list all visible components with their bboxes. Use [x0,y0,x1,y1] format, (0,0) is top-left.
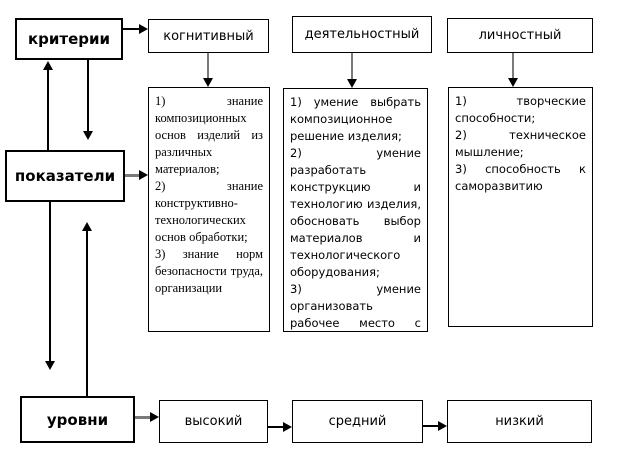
indicator-item: 1) умение выбрать композиционное решение… [290,95,421,143]
level-label: низкий [495,414,544,429]
criterion-label: личностный [478,28,562,43]
indicator-item: 1) знание композиционных основ изделий и… [155,94,263,176]
criterion-box-activity: деятельностный [292,16,432,53]
criterion-label: когнитивный [163,28,254,44]
indicator-item: 3) способность к саморазвитию [455,162,586,193]
criteria-box: критерии [15,18,123,60]
criteria-label: критерии [27,30,111,48]
level-box-high: высокий [159,400,268,443]
indicators-label: показатели [14,167,116,185]
criterion-box-personal: личностный [447,18,593,53]
indicator-item: 2) знание конструктивно-технологических … [155,179,263,244]
indicator-box-cognitive: 1) знание композиционных основ изделий и… [148,87,270,332]
indicators-box: показатели [5,150,125,202]
indicator-box-activity: 1) умение выбрать композиционное решение… [283,88,428,332]
level-box-medium: средний [292,400,423,443]
indicator-item: 2) умение разработать конструкцию и техн… [290,146,421,279]
level-label: средний [328,414,387,429]
levels-label: уровни [46,410,109,429]
levels-box: уровни [20,396,135,443]
criterion-label: деятельностный [304,27,420,42]
indicator-item: 3) знание норм безопасности труда, орган… [155,247,263,295]
level-label: высокий [184,414,243,429]
indicator-item: 1) творческие способности; [455,94,586,125]
criterion-box-cognitive: когнитивный [148,19,269,53]
indicator-item: 3) умение организовать рабочее место с [290,282,421,330]
level-box-low: низкий [447,400,592,443]
indicator-box-personal: 1) творческие способности; 2) техническо… [448,87,593,327]
indicator-item: 2) техническое мышление; [455,128,586,159]
